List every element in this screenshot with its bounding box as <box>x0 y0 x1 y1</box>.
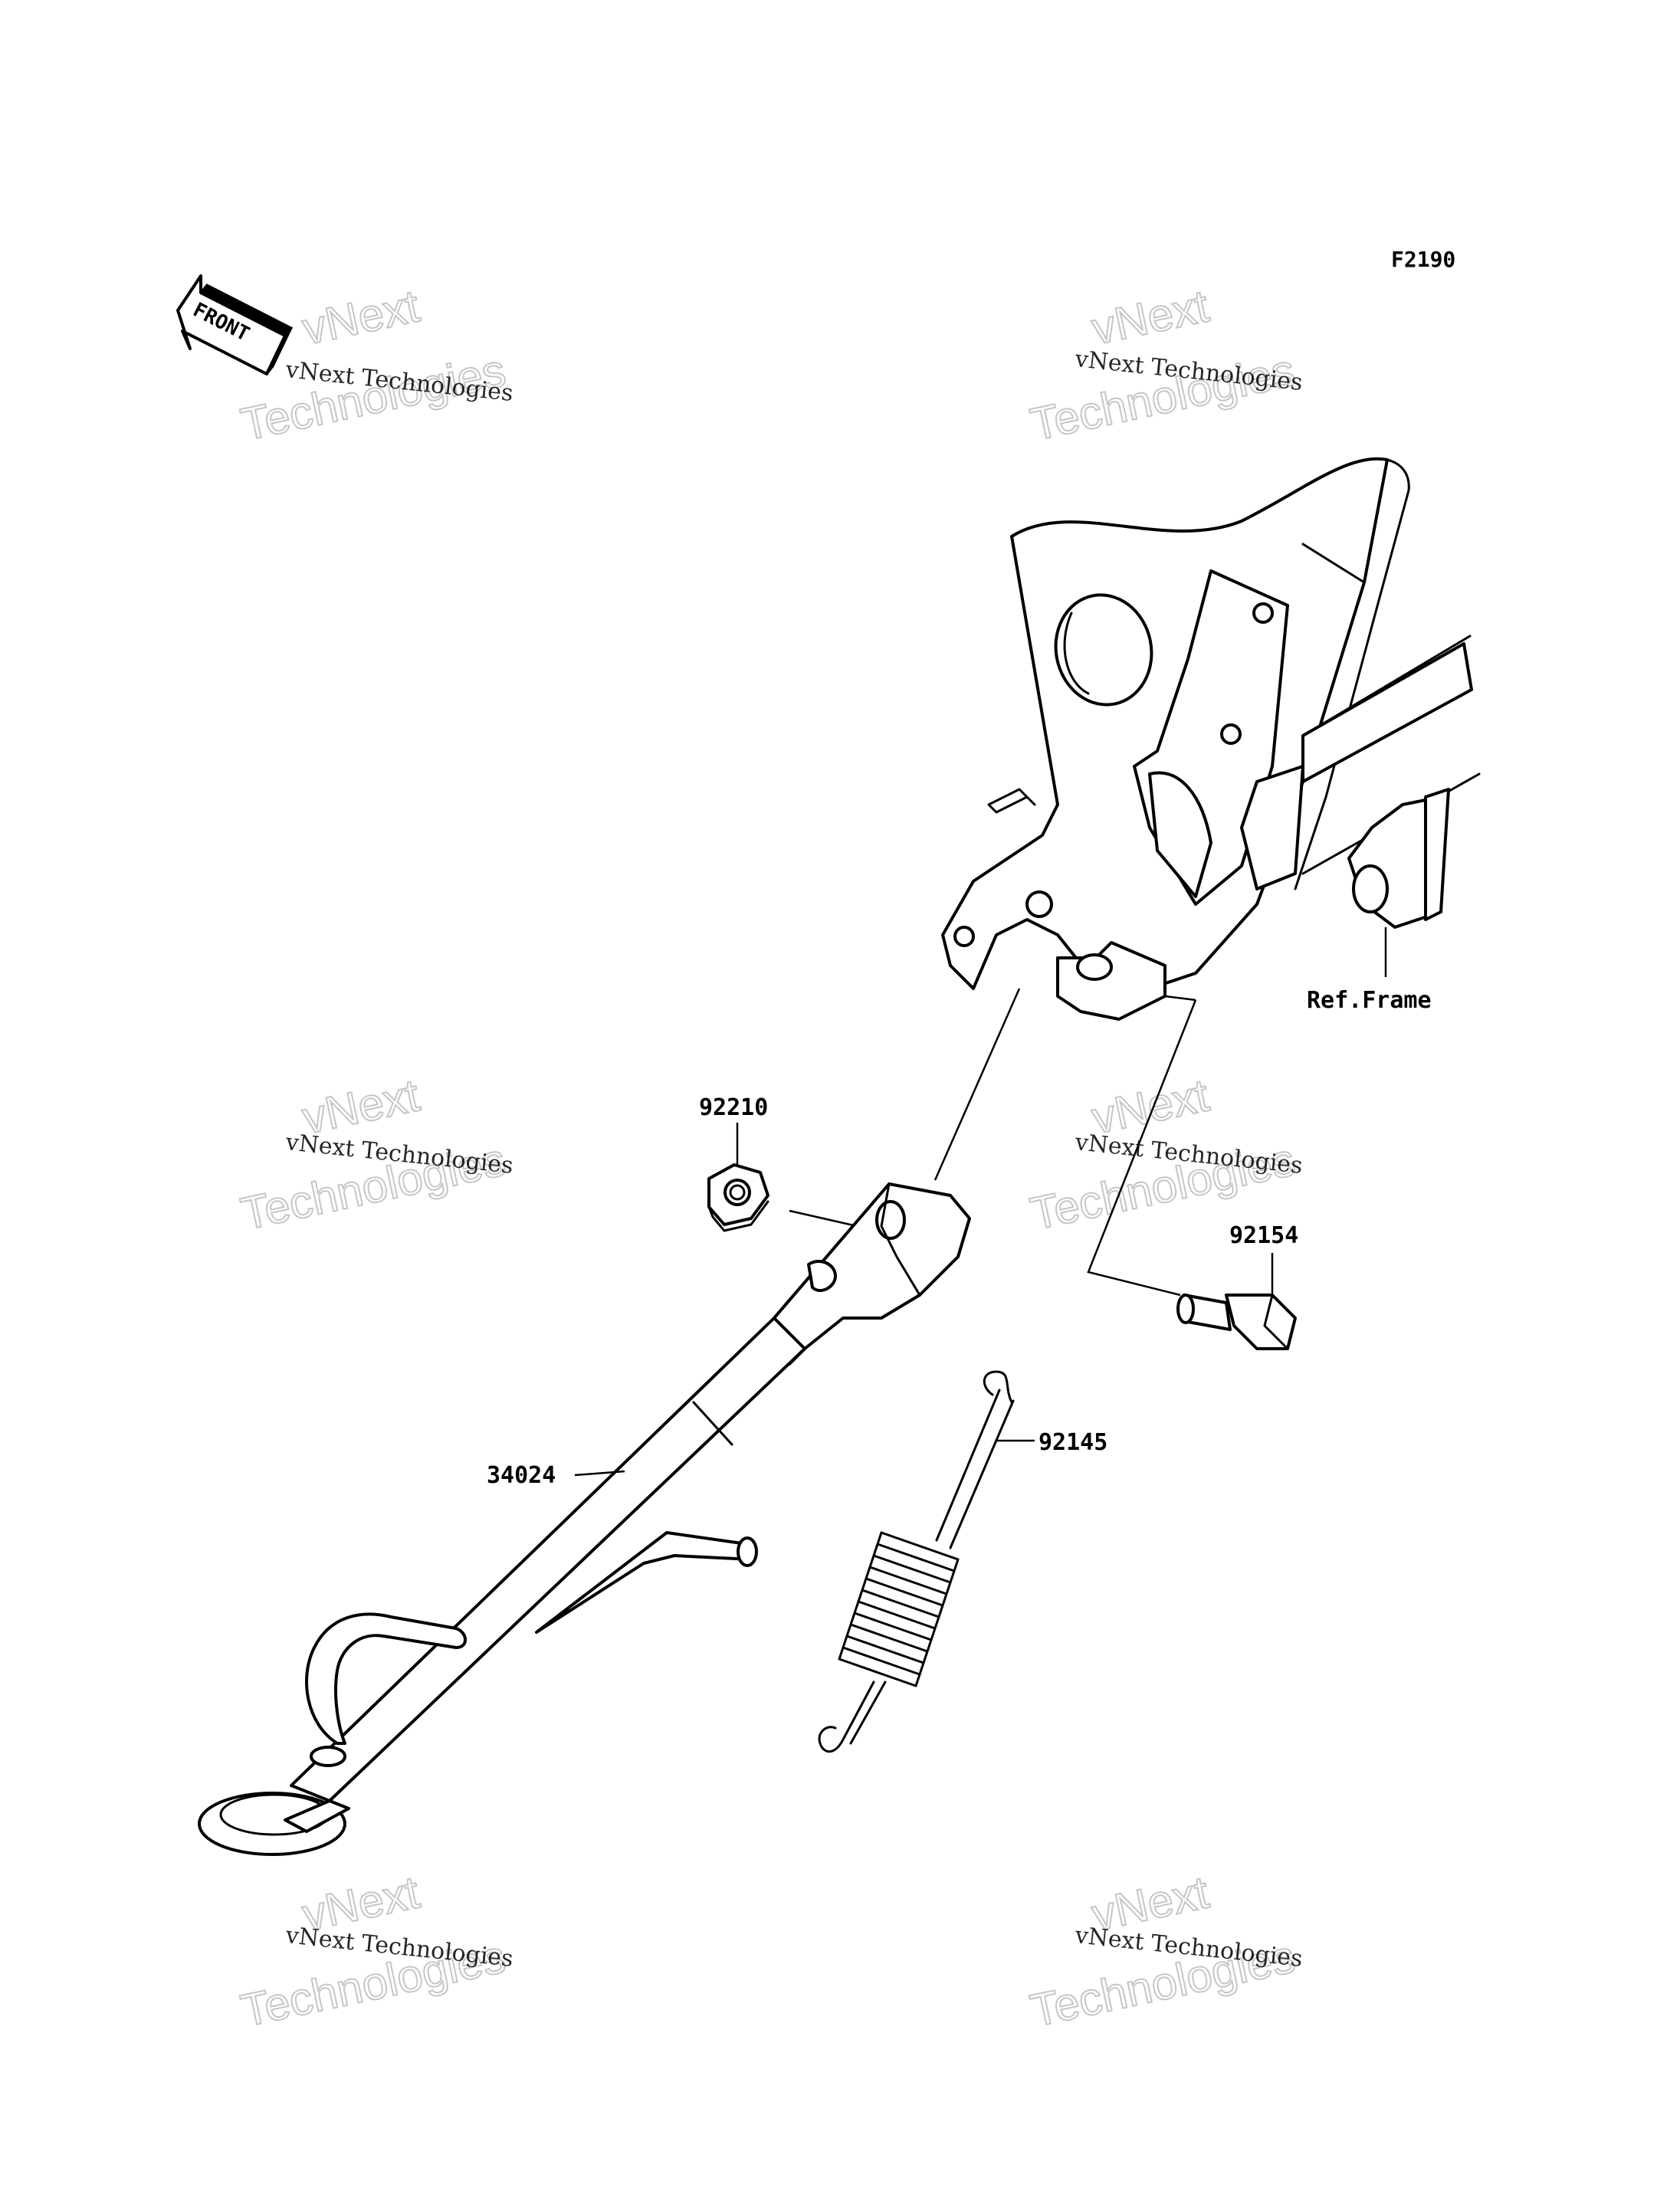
front-arrow-icon: FRONT <box>176 274 294 375</box>
watermark-top-left: vNext Technologies vNext Technologies <box>236 279 514 451</box>
figure-code: F2190 <box>1391 247 1455 272</box>
nut-label: 92210 <box>699 1094 768 1121</box>
ref-frame-label: Ref.Frame <box>1307 987 1432 1014</box>
watermark-big-1: vNext <box>1088 280 1213 354</box>
spring-coil <box>838 1531 960 1687</box>
watermark-big-1: vNext <box>298 280 424 354</box>
watermark-top-right: vNext Technologies vNext Technologies <box>1025 279 1304 451</box>
watermark-mid-right: vNext Technologies vNext Technologies <box>1025 1068 1304 1240</box>
spring-label: 92145 <box>1039 1429 1107 1456</box>
side-stand-label: 34024 <box>487 1462 556 1489</box>
nut-icon <box>707 1163 769 1232</box>
watermark-bottom-left: vNext Technologies vNext Technologies <box>236 1865 514 2037</box>
spring-icon <box>818 1370 1015 1753</box>
watermark-bottom-right: vNext Technologies vNext Technologies <box>1025 1865 1304 2037</box>
side-stand-icon <box>198 1182 971 1856</box>
watermark-mid-left: vNext Technologies vNext Technologies <box>236 1068 514 1240</box>
frame-reference <box>934 457 1481 1297</box>
bolt-label: 92154 <box>1229 1222 1298 1249</box>
bolt-icon <box>1176 1294 1297 1350</box>
